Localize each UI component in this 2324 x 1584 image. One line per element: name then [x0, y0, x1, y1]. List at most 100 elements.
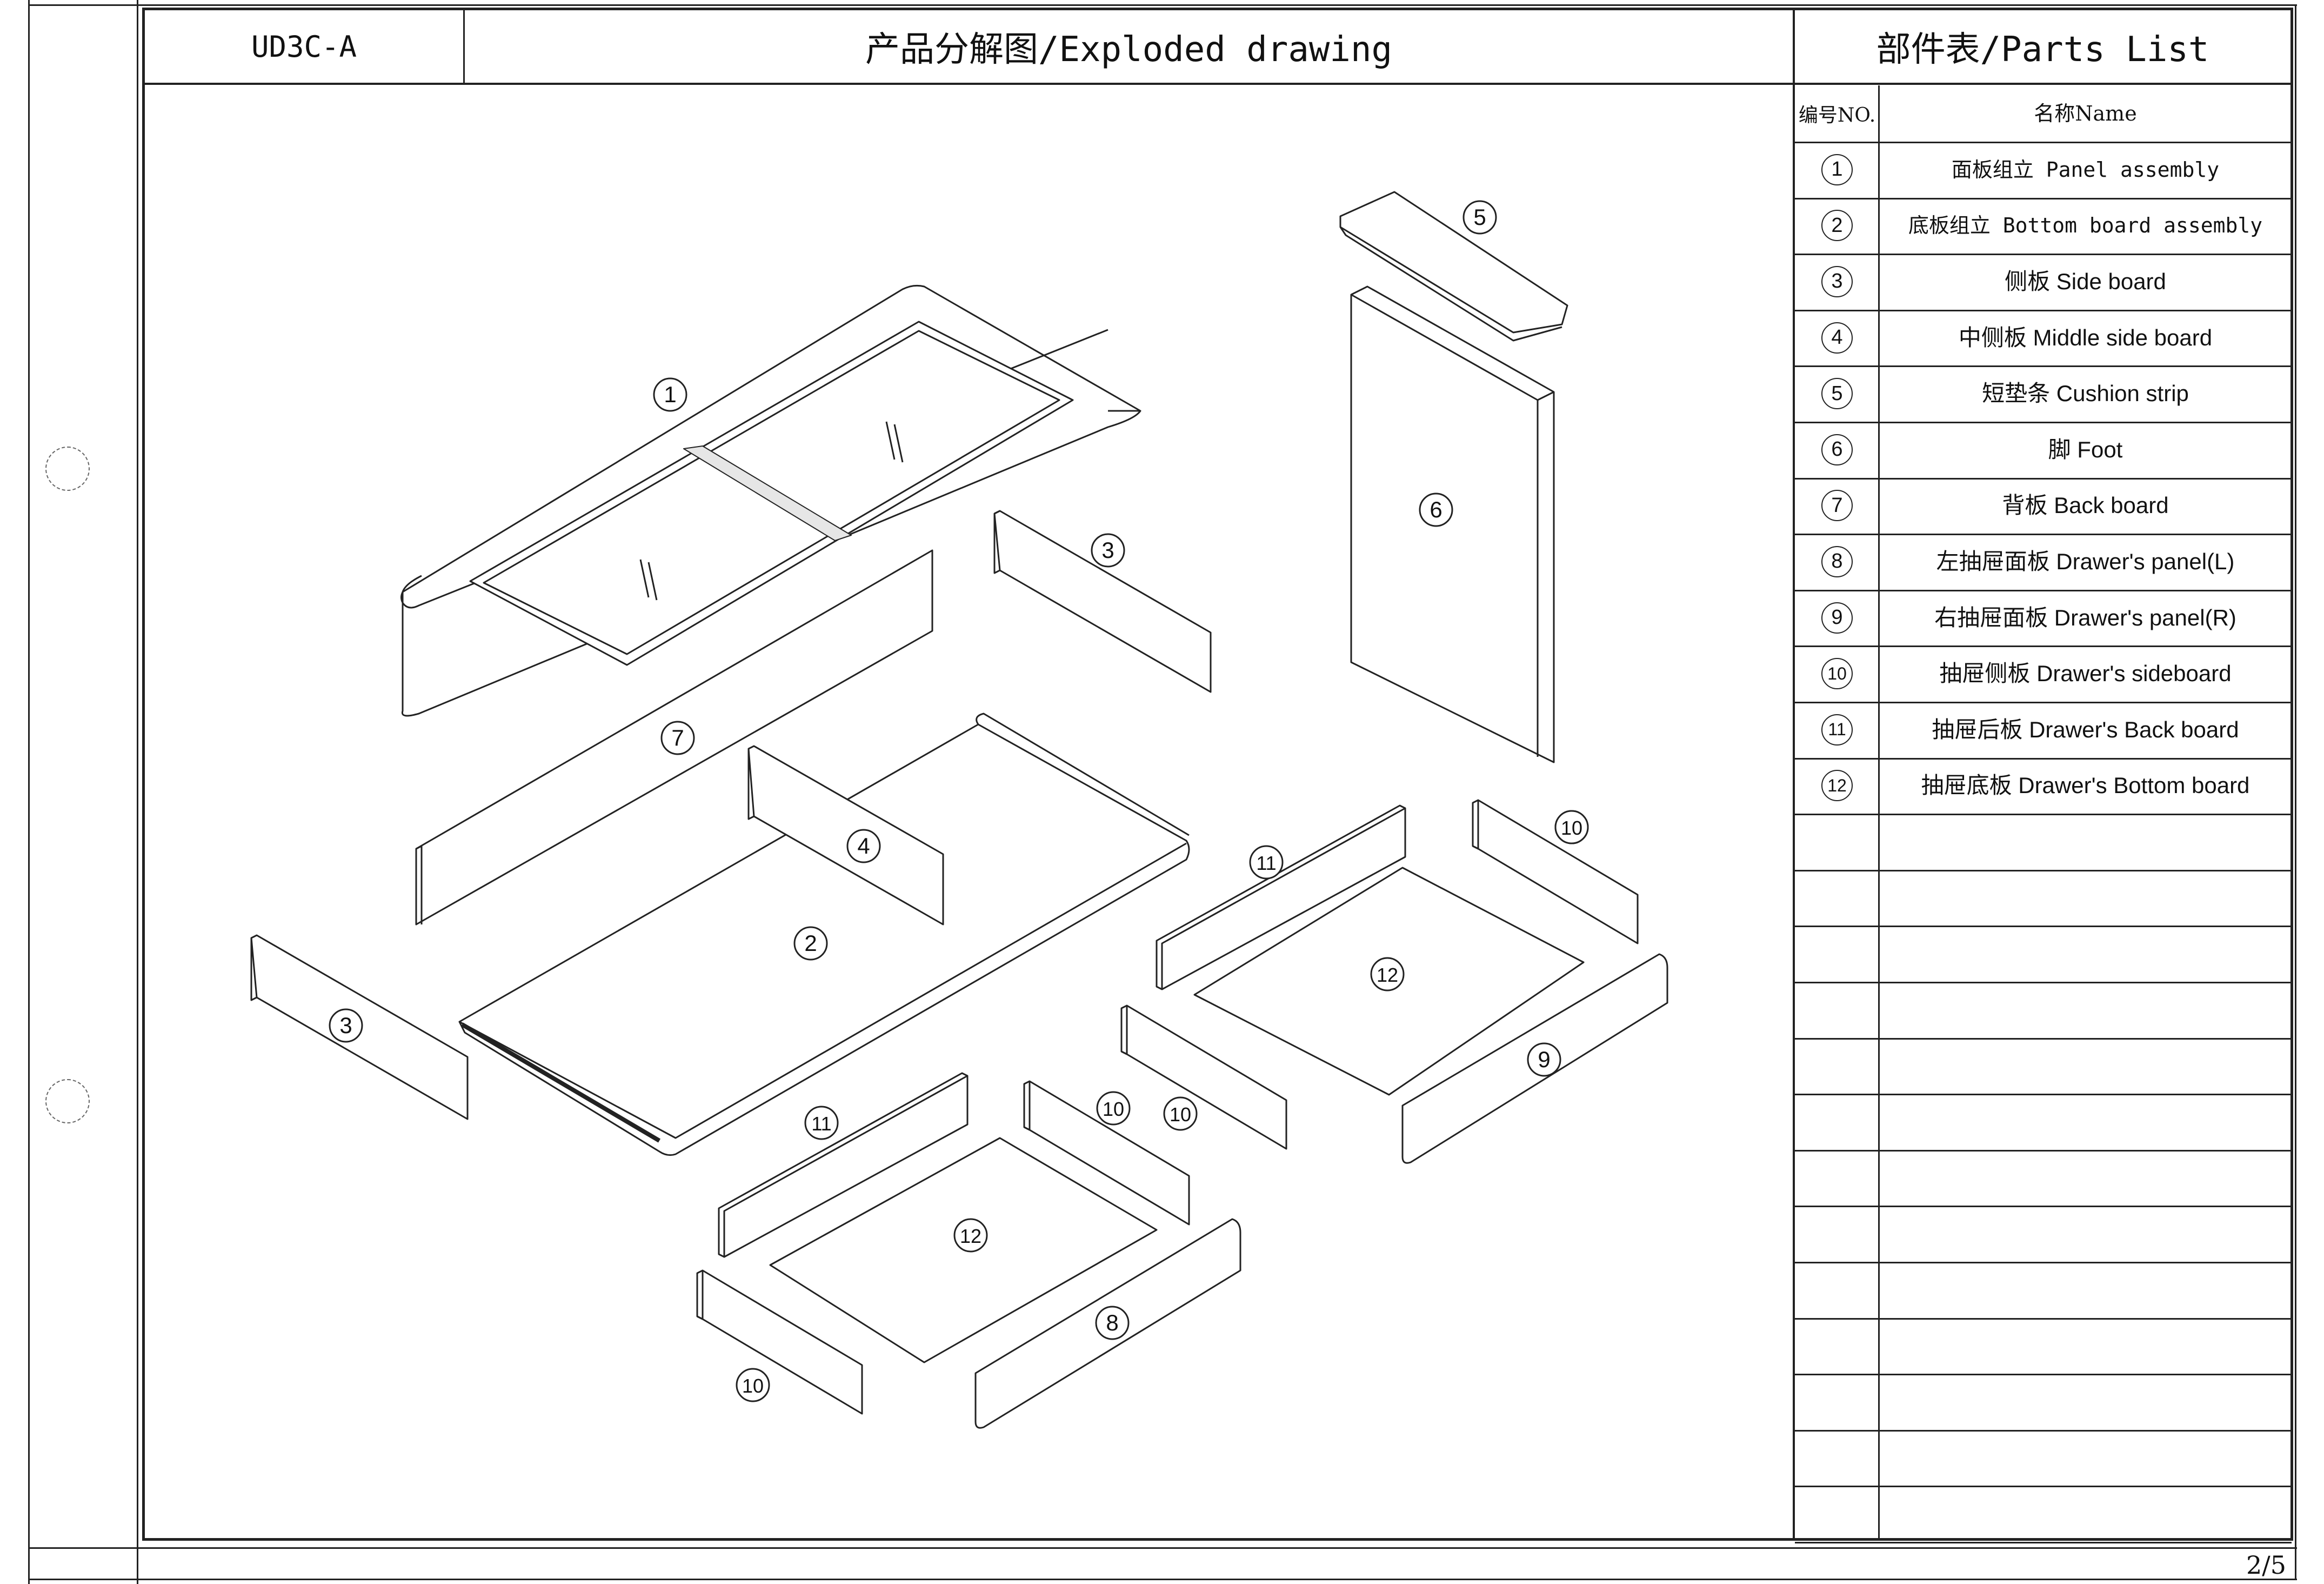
callout-7: 7: [660, 721, 695, 755]
part-number-cell: 10: [1795, 645, 1879, 702]
table-rule: [1795, 1429, 2292, 1432]
table-rule: [1795, 982, 2292, 983]
part-number-cell: 5: [1795, 365, 1879, 422]
table-rule: [1795, 197, 2292, 199]
svg-text:12: 12: [1377, 964, 1398, 986]
part-number: 9: [1821, 602, 1853, 634]
part-name: 面板组立 Panel assembly: [1951, 157, 2220, 182]
model-code: UD3C-A: [251, 29, 357, 64]
parts-row: 11 抽屉后板 Drawer's Back board: [1795, 702, 2292, 758]
part-name: 右抽屉面板 Drawer's panel(R): [1934, 604, 2236, 630]
parts-row: 12 抽屉底板 Drawer's Bottom board: [1795, 758, 2292, 814]
outer-border-left: [28, 0, 30, 1584]
part-number: 8: [1821, 545, 1853, 577]
callout-5: 5: [1462, 200, 1497, 235]
svg-text:3: 3: [339, 1013, 352, 1038]
table-rule: [1795, 422, 2292, 423]
callout-1: 1: [653, 377, 687, 412]
svg-text:10: 10: [742, 1375, 764, 1397]
callout-11: 11: [1249, 845, 1284, 880]
binding-margin-line: [137, 0, 138, 1584]
callout-12: 12: [953, 1218, 988, 1253]
parts-row: 6 脚 Foot: [1795, 422, 2292, 478]
outer-border-right: [2295, 4, 2296, 1580]
table-column-divider: [1878, 85, 1880, 1540]
svg-text:9: 9: [1538, 1047, 1550, 1072]
table-rule: [1795, 589, 2292, 591]
table-rule: [1795, 1206, 2292, 1208]
callout-3: 3: [329, 1008, 363, 1043]
parts-list-title: 部件表/Parts List: [1876, 30, 2209, 70]
table-rule: [1795, 814, 2292, 816]
table-rule: [1795, 534, 2292, 536]
callout-8: 8: [1095, 1306, 1130, 1340]
outer-border-top: [28, 4, 2297, 6]
svg-text:2: 2: [804, 930, 817, 956]
svg-text:1: 1: [664, 382, 676, 407]
svg-text:4: 4: [857, 833, 870, 858]
part-number-cell: 6: [1795, 422, 1879, 478]
table-rule: [1795, 757, 2292, 760]
parts-row: 7 背板 Back board: [1795, 478, 2292, 534]
part-number: 2: [1821, 210, 1853, 242]
table-rule: [1795, 254, 2292, 256]
table-rule: [1795, 645, 2292, 648]
parts-row: 1 面板组立 Panel assembly: [1795, 142, 2292, 198]
part-name: 抽屉底板 Drawer's Bottom board: [1921, 773, 2250, 798]
part-name: 短垫条 Cushion strip: [1982, 381, 2189, 407]
part-name: 脚 Foot: [2048, 436, 2123, 462]
svg-text:10: 10: [1561, 817, 1582, 839]
svg-text:6: 6: [1430, 497, 1442, 522]
part-number-cell: 11: [1795, 702, 1879, 758]
svg-text:11: 11: [811, 1113, 831, 1135]
table-rule: [1795, 1037, 2292, 1040]
table-rule: [1795, 309, 2292, 311]
part-number: 7: [1821, 490, 1853, 522]
callout-10: 10: [1163, 1096, 1198, 1131]
part-number: 5: [1821, 378, 1853, 410]
part-name: 背板 Back board: [2002, 492, 2169, 518]
middle-side-board: [747, 745, 944, 926]
frame-left: [142, 8, 145, 1541]
foot-panel: [1350, 285, 1555, 763]
svg-text:7: 7: [671, 725, 684, 750]
part-number: 4: [1821, 322, 1853, 354]
table-rule: [1795, 1542, 2292, 1543]
table-rule: [1795, 1262, 2292, 1263]
callout-4: 4: [846, 829, 881, 863]
callout-10: 10: [736, 1368, 770, 1402]
parts-row: 9 右抽屉面板 Drawer's panel(R): [1795, 590, 2292, 646]
footer-divider: [28, 1547, 2297, 1549]
callout-2: 2: [793, 926, 828, 961]
callout-9: 9: [1527, 1042, 1561, 1077]
exploded-drawing: 1233456789101010101011111212: [250, 191, 1668, 1429]
frame-top: [142, 8, 2292, 10]
callout-10: 10: [1554, 810, 1589, 844]
part-number-cell: 8: [1795, 534, 1879, 590]
table-rule: [1795, 365, 2292, 368]
part-number-cell: 12: [1795, 758, 1879, 814]
part-name: 抽屉后板 Drawer's Back board: [1932, 716, 2239, 742]
part-number-cell: 1: [1795, 142, 1879, 198]
part-number: 10: [1821, 658, 1853, 690]
svg-text:10: 10: [1170, 1103, 1191, 1126]
svg-text:12: 12: [960, 1225, 981, 1247]
table-rule: [1795, 869, 2292, 871]
table-rule: [1795, 142, 2292, 143]
side-board-right: [993, 510, 1212, 693]
column-header-no: 编号NO.: [1798, 104, 1876, 127]
part-name: 侧板 Side board: [2005, 268, 2166, 294]
callout-11: 11: [804, 1106, 839, 1140]
header-divider-1: [463, 8, 465, 84]
part-number-cell: 3: [1795, 254, 1879, 310]
page-number: 2/5: [2246, 1550, 2286, 1580]
part-name: 底板组立 Bottom board assembly: [1908, 214, 2263, 238]
table-rule: [1795, 1149, 2292, 1152]
parts-row: 5 短垫条 Cushion strip: [1795, 365, 2292, 422]
callout-6: 6: [1419, 492, 1453, 527]
table-rule: [1795, 702, 2292, 703]
part-number: 12: [1821, 770, 1853, 802]
